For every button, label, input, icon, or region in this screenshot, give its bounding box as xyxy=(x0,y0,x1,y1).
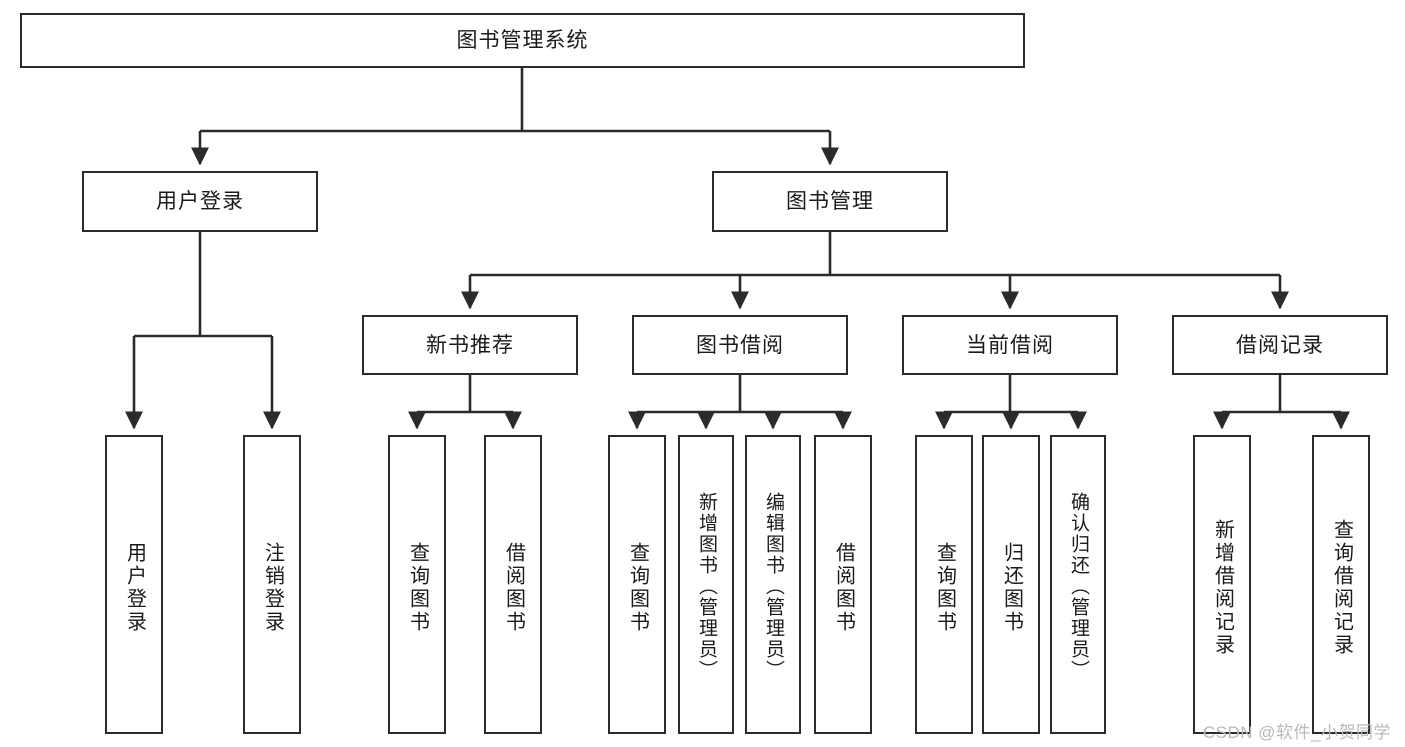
node-label: 查询图书 xyxy=(406,541,429,634)
node-label: 借阅记录 xyxy=(1236,333,1324,357)
node-label: 借阅图书 xyxy=(832,541,855,634)
node-label: 新增图书（管理员） xyxy=(695,491,717,681)
node-leaf-return-book[interactable]: 归还图书 xyxy=(982,435,1040,734)
node-root-system[interactable]: 图书管理系统 xyxy=(20,13,1025,68)
node-leaf-edit-book[interactable]: 编辑图书（管理员） xyxy=(745,435,801,734)
node-label: 用户登录 xyxy=(156,190,244,213)
node-leaf-query-book-1[interactable]: 查询图书 xyxy=(388,435,446,734)
node-label: 编辑图书（管理员） xyxy=(762,491,784,681)
node-leaf-borrow-book-1[interactable]: 借阅图书 xyxy=(484,435,542,734)
node-label: 归还图书 xyxy=(1000,541,1023,634)
watermark: CSDN @软件_小贺同学 xyxy=(1202,723,1391,742)
node-user-login[interactable]: 用户登录 xyxy=(82,171,318,232)
node-label: 查询图书 xyxy=(626,541,649,634)
node-leaf-query-book-3[interactable]: 查询图书 xyxy=(915,435,973,734)
node-label: 注销登录 xyxy=(261,541,284,634)
node-leaf-borrow-book-2[interactable]: 借阅图书 xyxy=(814,435,872,734)
node-leaf-add-record[interactable]: 新增借阅记录 xyxy=(1193,435,1251,734)
node-label: 图书借阅 xyxy=(696,333,784,357)
node-leaf-confirm-return[interactable]: 确认归还（管理员） xyxy=(1050,435,1106,734)
node-book-borrow[interactable]: 图书借阅 xyxy=(632,315,848,375)
node-book-manage[interactable]: 图书管理 xyxy=(712,171,948,232)
node-label: 图书管理 xyxy=(786,190,874,213)
node-label: 当前借阅 xyxy=(966,333,1054,357)
node-label: 借阅图书 xyxy=(502,541,525,634)
node-label: 确认归还（管理员） xyxy=(1067,491,1089,681)
node-label: 新书推荐 xyxy=(426,333,514,357)
node-label: 查询图书 xyxy=(933,541,956,634)
node-leaf-logout-login[interactable]: 注销登录 xyxy=(243,435,301,734)
node-label: 用户登录 xyxy=(123,541,146,634)
node-label: 新增借阅记录 xyxy=(1211,518,1234,657)
node-leaf-query-book-2[interactable]: 查询图书 xyxy=(608,435,666,734)
node-leaf-add-book[interactable]: 新增图书（管理员） xyxy=(678,435,734,734)
node-leaf-user-login[interactable]: 用户登录 xyxy=(105,435,163,734)
node-current-borrow[interactable]: 当前借阅 xyxy=(902,315,1118,375)
node-new-book-recommend[interactable]: 新书推荐 xyxy=(362,315,578,375)
node-label: 查询借阅记录 xyxy=(1330,518,1353,657)
node-label: 图书管理系统 xyxy=(456,29,589,52)
node-borrow-record[interactable]: 借阅记录 xyxy=(1172,315,1388,375)
node-leaf-query-record[interactable]: 查询借阅记录 xyxy=(1312,435,1370,734)
